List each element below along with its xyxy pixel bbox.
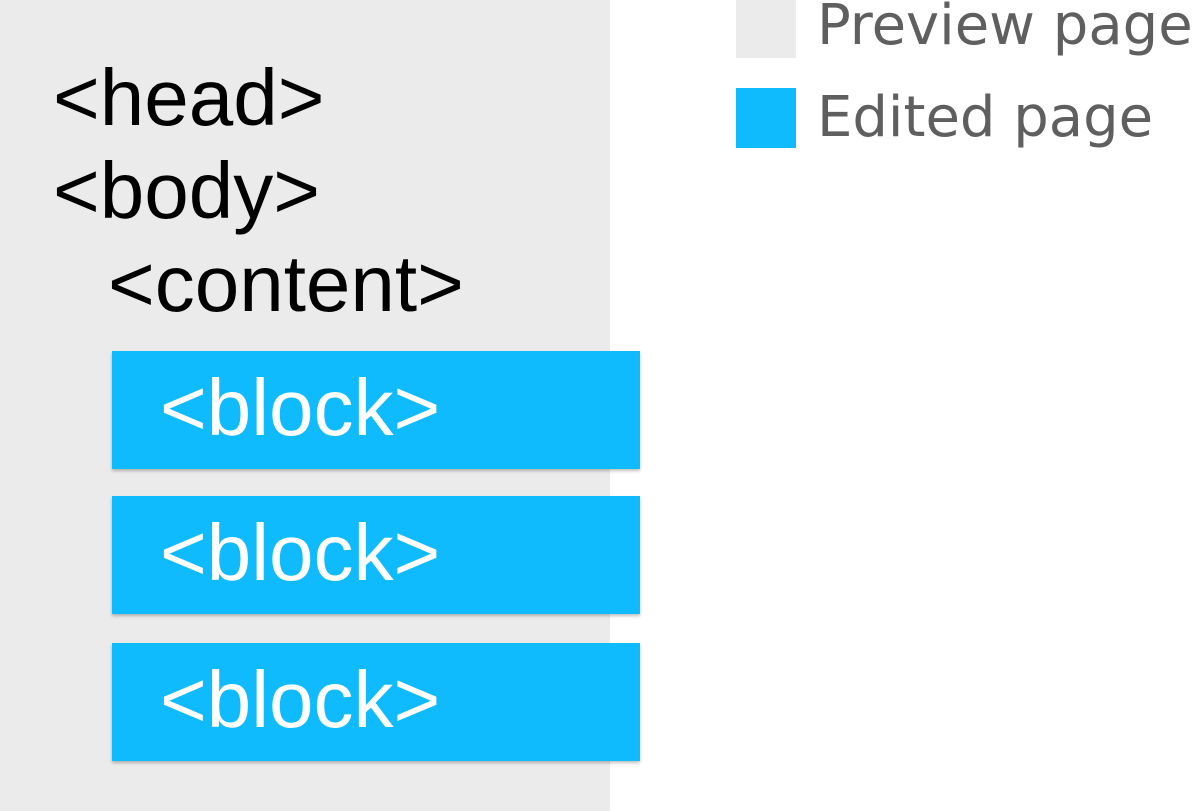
edited-block-3: <block> — [112, 643, 640, 761]
edited-block-1: <block> — [112, 351, 640, 469]
legend-item-edited-page: Edited page — [736, 88, 1153, 148]
edited-block-2: <block> — [112, 496, 640, 614]
block-tag-label: <block> — [160, 508, 441, 597]
block-tag-label: <block> — [160, 363, 441, 452]
head-tag-label: <head> — [53, 53, 325, 142]
body-tag-label: <body> — [53, 146, 320, 235]
legend-label-preview-page: Preview page — [817, 0, 1193, 58]
legend-item-preview-page: Preview page — [736, 0, 1193, 58]
legend-label-edited-page: Edited page — [817, 85, 1154, 150]
block-tag-label: <block> — [160, 655, 441, 744]
content-tag-label: <content> — [108, 239, 464, 328]
preview-page-swatch — [736, 0, 796, 58]
edited-page-swatch — [736, 88, 796, 148]
